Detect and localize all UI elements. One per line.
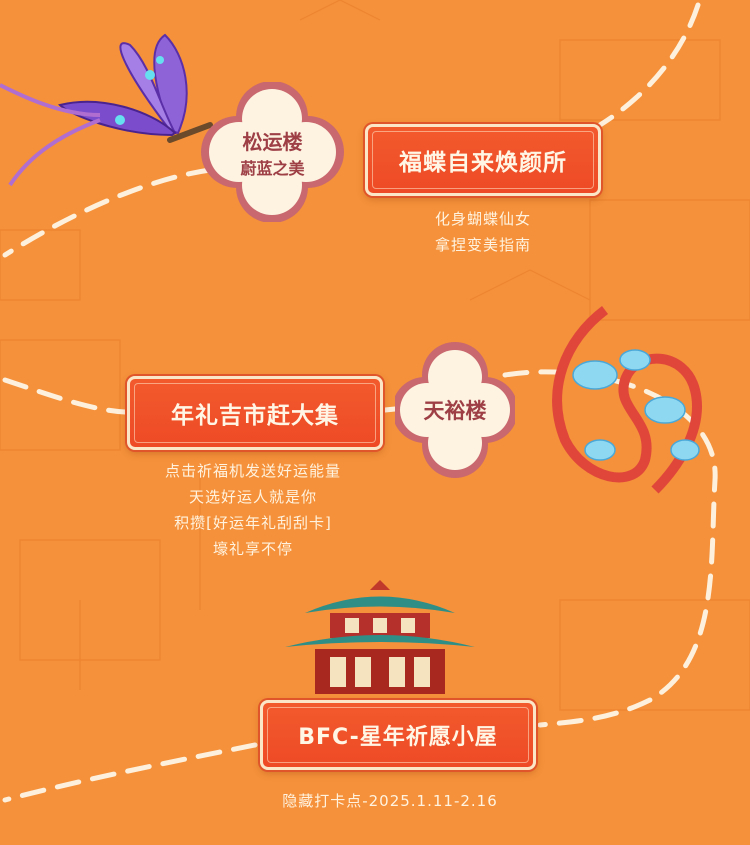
street-illustration: [0, 0, 750, 711]
footer-date: 隐藏打卡点-2025.1.11-2.16: [282, 792, 498, 810]
description-line: 壕礼享不停: [212, 540, 293, 558]
cloud-badge-shape: [392, 342, 518, 478]
pavilion-icon: [285, 580, 475, 694]
location-badge-songyun[interactable]: 松运楼 蔚蓝之美: [200, 81, 345, 223]
cloud-badge-shape: [201, 81, 344, 223]
location-title: 天裕楼: [423, 399, 487, 423]
description-line: 化身蝴蝶仙女: [434, 210, 531, 228]
location-badge-tianyu[interactable]: 天裕楼: [392, 340, 518, 480]
banner-bfc[interactable]: BFC-星年祈愿小屋: [260, 700, 536, 770]
banner-nianli[interactable]: 年礼吉市赶大集: [127, 376, 383, 450]
location-subtitle: 蔚蓝之美: [240, 158, 305, 178]
description-line: 点击祈福机发送好运能量: [164, 462, 341, 480]
butterfly-icon: [0, 33, 213, 187]
description-line: 天选好运人就是你: [188, 488, 317, 506]
description-nianli: 点击祈福机发送好运能量 天选好运人就是你 积攒[好运年礼刮刮卡] 壕礼享不停: [128, 458, 378, 562]
location-title: 松运楼: [242, 129, 303, 154]
description-fudie: 化身蝴蝶仙女 拿捏变美指南: [383, 206, 583, 258]
description-line: 积攒[好运年礼刮刮卡]: [174, 514, 332, 532]
banner-fudie[interactable]: 福蝶自来焕颜所: [365, 124, 601, 196]
description-line: 拿捏变美指南: [434, 236, 531, 254]
phoenix-flower-icon: [552, 306, 702, 494]
